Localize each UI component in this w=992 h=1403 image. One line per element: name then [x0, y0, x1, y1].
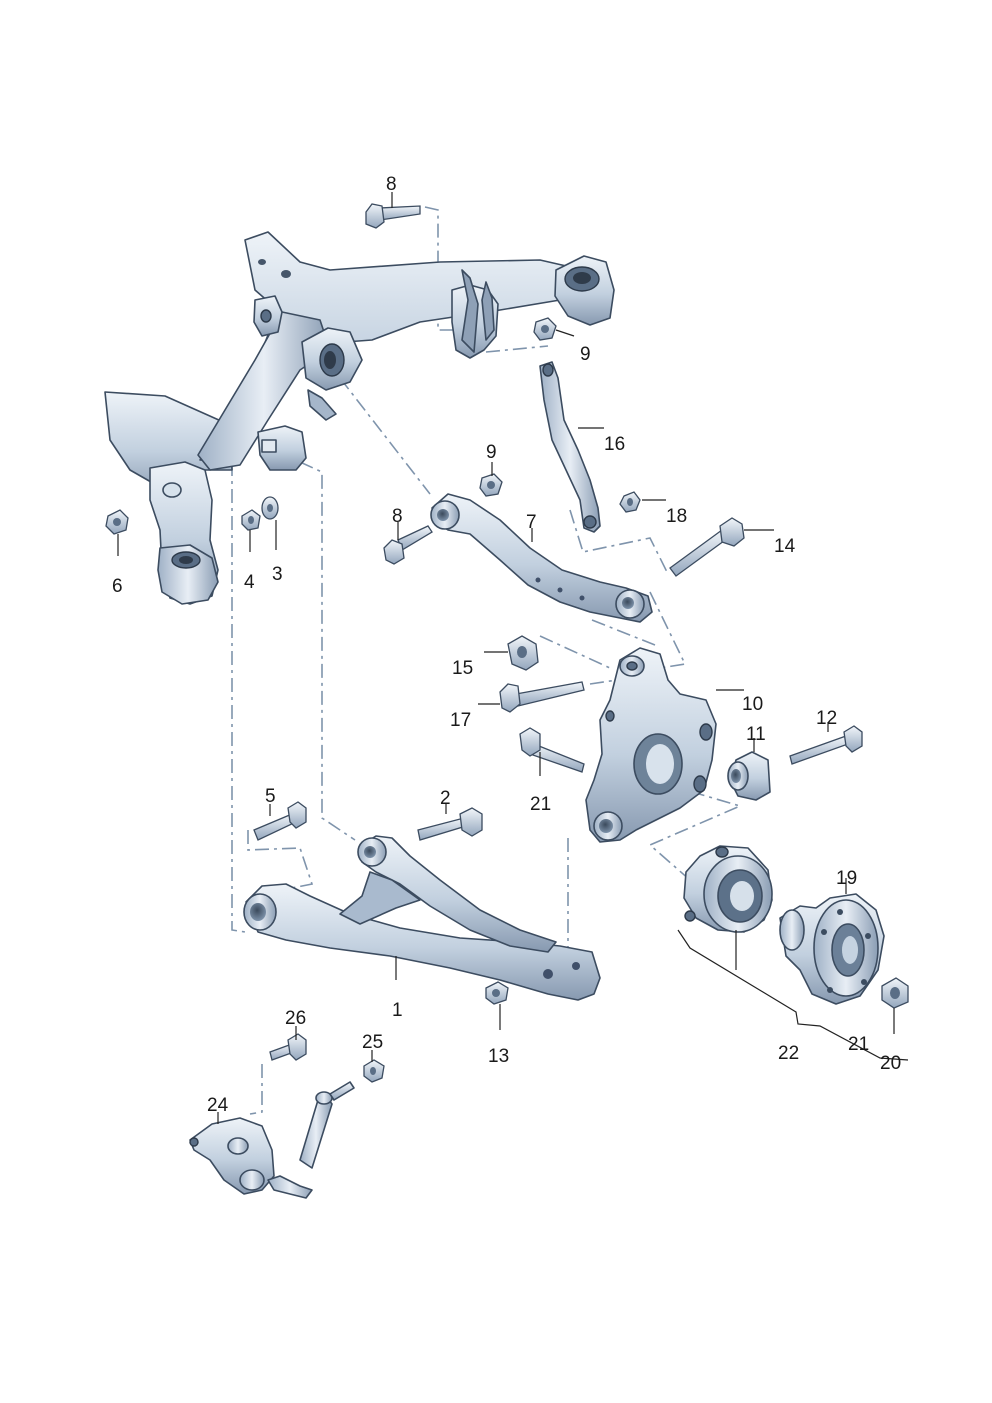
nut-6 [105, 509, 129, 535]
bolt-21-knuckle [519, 727, 585, 773]
callout-6: 6 [112, 576, 123, 597]
callout-9-top: 9 [580, 344, 591, 365]
callout-14: 14 [774, 536, 796, 557]
level-sensor-24 [189, 1081, 355, 1199]
callout-12: 12 [816, 708, 837, 729]
nut-18 [619, 491, 641, 513]
callout-20: 20 [880, 1053, 901, 1074]
nut-4 [241, 509, 261, 531]
nut-9-middle [479, 473, 503, 497]
callout-15: 15 [452, 658, 473, 679]
callout-7: 7 [526, 512, 537, 533]
callout-8-middle: 8 [392, 506, 403, 527]
callout-17: 17 [450, 710, 471, 731]
fasteners [105, 203, 909, 1083]
callout-24: 24 [207, 1095, 229, 1116]
callout-22: 22 [778, 1043, 799, 1064]
nut-15 [507, 635, 539, 671]
control-arm-7 [430, 493, 653, 623]
bolt-17 [499, 681, 585, 713]
lower-control-arm-1 [243, 835, 601, 1001]
washer-3 [261, 496, 279, 520]
callout-26: 26 [285, 1008, 306, 1029]
bush-11 [727, 751, 771, 801]
callout-9-middle: 9 [486, 442, 497, 463]
bolt-12 [789, 725, 863, 765]
wheel-hub-19 [779, 893, 885, 1005]
callout-19: 19 [836, 868, 857, 889]
callout-2: 2 [440, 788, 451, 809]
callout-13: 13 [488, 1046, 509, 1067]
leader-lines [117, 192, 909, 1124]
nut-20 [881, 977, 909, 1009]
bolt-5 [253, 801, 307, 841]
nut-13 [485, 981, 509, 1005]
upper-link-16 [539, 361, 601, 533]
bolt-8-top [365, 203, 421, 229]
callout-21-knuckle: 21 [530, 794, 551, 815]
bolt-26 [269, 1033, 307, 1061]
callout-5: 5 [265, 786, 276, 807]
callout-labels: 8 9 16 9 7 8 18 14 6 4 3 15 10 17 11 12 … [112, 174, 901, 1116]
callout-4: 4 [244, 572, 255, 593]
wheel-bearing-22 [683, 845, 773, 933]
callout-18: 18 [666, 506, 687, 527]
wheel-carrier-10 [585, 647, 717, 843]
callout-21-hub: 21 [848, 1034, 869, 1055]
callout-25: 25 [362, 1032, 383, 1053]
bolt-8-middle [383, 525, 433, 565]
callout-3: 3 [272, 564, 283, 585]
bolt-14 [669, 517, 745, 577]
callout-8-top: 8 [386, 174, 397, 195]
callout-11: 11 [746, 724, 766, 745]
callout-1: 1 [392, 1000, 403, 1021]
bolt-2 [417, 807, 483, 841]
nut-9-top [533, 317, 557, 341]
callout-16: 16 [604, 434, 625, 455]
rear-subframe [104, 231, 615, 605]
callout-10: 10 [742, 694, 763, 715]
nut-25 [363, 1059, 385, 1083]
